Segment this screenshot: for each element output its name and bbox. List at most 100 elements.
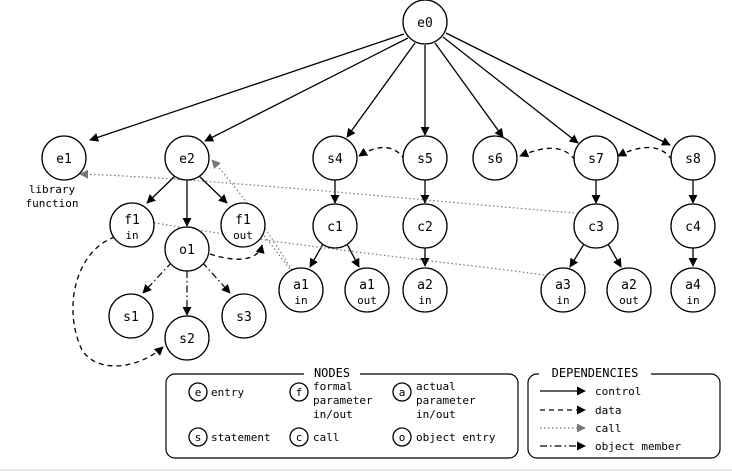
legend-dep-data: data (540, 404, 622, 417)
node-f1-in: f1 in (109, 202, 155, 248)
legend-node-formal-line2: parameter (313, 394, 373, 407)
legend-dep-call: call (540, 422, 622, 435)
node-c1: c1 (312, 203, 358, 249)
node-f1-out-sub: out (233, 229, 253, 242)
node-s2-label: s2 (179, 332, 195, 347)
legend-node-formal: f formal parameter in/out (289, 380, 373, 421)
legend-dependencies: DEPENDENCIES control data call object me… (527, 366, 721, 459)
node-f1-in-label: f1 (124, 213, 140, 228)
node-o1-label: o1 (179, 243, 195, 258)
legend-node-object: o object entry (392, 427, 496, 447)
node-a1-out-label: a1 (359, 278, 375, 293)
legend-nodes-title: NODES (314, 366, 350, 380)
legend-dependencies-title: DEPENDENCIES (552, 366, 639, 380)
edge-control-e0-s4 (346, 42, 416, 138)
node-e2-label: e2 (179, 152, 195, 167)
edge-data-s5-s4 (358, 146, 406, 161)
legend-node-object-symbol: o (399, 431, 406, 444)
legend-node-actual-line2: parameter (416, 394, 476, 407)
node-a1-in-label: a1 (293, 278, 309, 293)
nodes: e0 e1 library function e2 s4 s5 s6 (26, 0, 716, 361)
node-a2-out-label: a2 (621, 278, 637, 293)
legend-dep-member: object member (540, 440, 681, 453)
node-f1-out: f1 out (220, 202, 266, 248)
edge-control-e2-f1in (146, 175, 176, 204)
legend-node-statement-symbol: s (195, 431, 202, 444)
node-a4-in-label: a4 (685, 278, 701, 293)
node-c3-label: c3 (588, 220, 604, 235)
node-s5: s5 (402, 135, 448, 181)
legend-dep-call-text: call (595, 422, 622, 435)
legend-node-entry-symbol: e (195, 386, 202, 399)
node-f1-out-label: f1 (235, 213, 251, 228)
node-e1: e1 library function (26, 135, 87, 210)
edge-data-s7-s6 (519, 147, 576, 161)
node-a4-in-sub: in (686, 294, 699, 307)
edge-call-a1in-f1out (255, 225, 293, 273)
legend-node-actual: a actual parameter in/out (392, 380, 476, 421)
legend-node-formal-line3: in/out (313, 408, 353, 421)
node-s6: s6 (472, 135, 518, 181)
node-s3-label: s3 (236, 310, 252, 325)
legend-dep-data-text: data (595, 404, 622, 417)
node-a3-in: a3 in (540, 267, 586, 313)
node-s4-label: s4 (327, 152, 343, 167)
edge-control-e0-e1 (89, 33, 405, 142)
edge-data-o1-f1out (209, 244, 265, 260)
node-e0-label: e0 (417, 16, 433, 31)
legend-node-actual-line3: in/out (416, 408, 456, 421)
node-s7: s7 (573, 135, 619, 181)
edge-data-f1in-s2 (72, 236, 164, 367)
node-o1: o1 (164, 226, 210, 272)
node-c2-label: c2 (417, 220, 433, 235)
node-s6-label: s6 (487, 152, 503, 167)
legend-node-formal-line1: formal (313, 380, 353, 393)
edge-data-s8-s7 (617, 146, 673, 161)
node-c4-label: c4 (685, 220, 701, 235)
edge-call-a3in-f1in (149, 221, 553, 277)
node-a3-in-label: a3 (555, 278, 571, 293)
node-e0: e0 (402, 0, 448, 45)
edge-call-c3-e1 (79, 169, 575, 214)
node-e1-caption-line1: library (29, 183, 76, 196)
node-e1-caption-line2: function (26, 197, 79, 210)
node-a1-in-sub: in (294, 294, 307, 307)
legend-node-call: c call (289, 427, 340, 447)
node-a1-out-sub: out (357, 294, 377, 307)
legend-node-actual-line1: actual (416, 380, 456, 393)
node-s2: s2 (164, 315, 210, 361)
node-c1-label: c1 (327, 220, 343, 235)
edge-control-e0-e2 (204, 37, 409, 142)
edge-control-c3-a3in (569, 243, 585, 268)
node-s7-label: s7 (588, 152, 604, 167)
node-a2-in: a2 in (402, 267, 448, 313)
legend-node-entry: e entry (188, 382, 244, 402)
node-a2-out: a2 out (606, 267, 652, 313)
node-a1-in: a1 in (278, 267, 324, 313)
edge-control-c3-a2out (607, 243, 622, 268)
legend-dep-control: control (540, 385, 641, 398)
edge-control-e0-s6 (434, 42, 504, 138)
legend-node-object-text: object entry (416, 431, 496, 444)
node-s8-label: s8 (685, 152, 701, 167)
edge-control-e2-f1out (198, 175, 228, 204)
edge-member-o1-s3 (201, 261, 231, 294)
legend-node-statement-text: statement (211, 431, 271, 444)
node-e1-label: e1 (56, 152, 72, 167)
legend-node-statement: s statement (188, 427, 271, 447)
node-e2: e2 (164, 135, 210, 181)
node-a1-out: a1 out (344, 267, 390, 313)
node-a2-in-sub: in (418, 294, 431, 307)
node-c4: c4 (670, 203, 716, 249)
edge-control-e0-s8 (445, 32, 671, 146)
legend-node-call-symbol: c (296, 431, 303, 444)
legend-node-formal-symbol: f (296, 386, 303, 399)
legend-nodes: NODES e entry f formal parameter in/out … (165, 366, 519, 459)
node-a2-in-label: a2 (417, 278, 433, 293)
legend-node-entry-text: entry (211, 386, 244, 399)
legend-node-actual-symbol: a (399, 386, 406, 399)
legend-dep-control-text: control (595, 385, 641, 398)
node-f1-in-sub: in (125, 229, 138, 242)
node-c3: c3 (573, 203, 619, 249)
